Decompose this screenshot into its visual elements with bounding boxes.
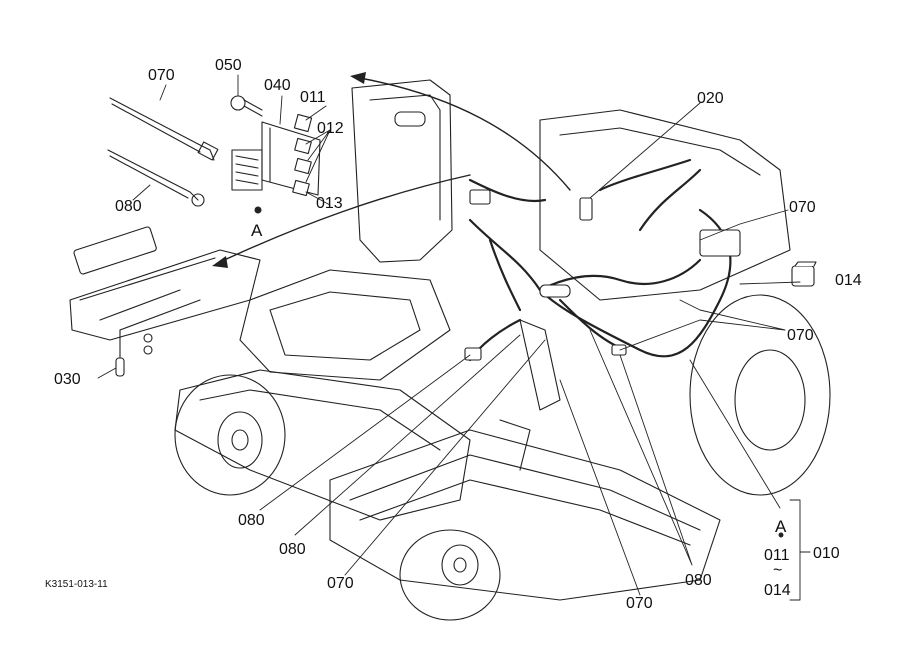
callout-070-bottom-1: 070	[327, 575, 354, 592]
callout-070-right-top: 070	[789, 199, 816, 216]
fuse-relays-011-013	[292, 113, 313, 197]
callout-012: 012	[317, 120, 344, 137]
bolt-050	[230, 95, 263, 117]
arrowheads	[212, 72, 366, 268]
cable-tie-080	[107, 149, 205, 207]
callout-070-right-mid: 070	[787, 327, 814, 344]
ref-label-a-right: A	[775, 517, 787, 536]
cable-tie-070	[109, 97, 219, 161]
leader-lines	[97, 74, 801, 596]
range-end-014: 014	[764, 582, 791, 599]
callout-020: 020	[697, 90, 724, 107]
callout-080-bottom-2: 080	[279, 541, 306, 558]
ref-dot-left	[254, 206, 262, 214]
mower-body-outline	[69, 79, 831, 621]
lamp-030	[115, 329, 153, 377]
wiring-harness	[468, 158, 732, 362]
callout-030: 030	[54, 371, 81, 388]
switch-014	[791, 261, 817, 287]
callout-013: 013	[316, 195, 343, 212]
callout-080-bottom-1: 080	[238, 512, 265, 529]
drawing-number: K3151-013-11	[45, 579, 108, 590]
callout-080-bottom-3: 080	[685, 572, 712, 589]
callout-014: 014	[835, 272, 862, 289]
ref-label-a-left: A	[251, 221, 263, 240]
callout-070-top: 070	[148, 67, 175, 84]
assembly-bracket	[778, 499, 811, 601]
callout-050: 050	[215, 57, 242, 74]
callout-040: 040	[264, 77, 291, 94]
callout-070-bottom-2: 070	[626, 595, 653, 612]
range-start-011: 011	[764, 547, 790, 564]
range-tilde: ~	[773, 562, 783, 579]
callout-080-left: 080	[115, 198, 142, 215]
callout-010-assembly: 010	[813, 545, 840, 562]
relay-bracket-040	[231, 121, 321, 196]
callout-011: 011	[300, 89, 326, 106]
explode-arrows	[219, 77, 571, 263]
harness-connectors	[464, 189, 741, 361]
